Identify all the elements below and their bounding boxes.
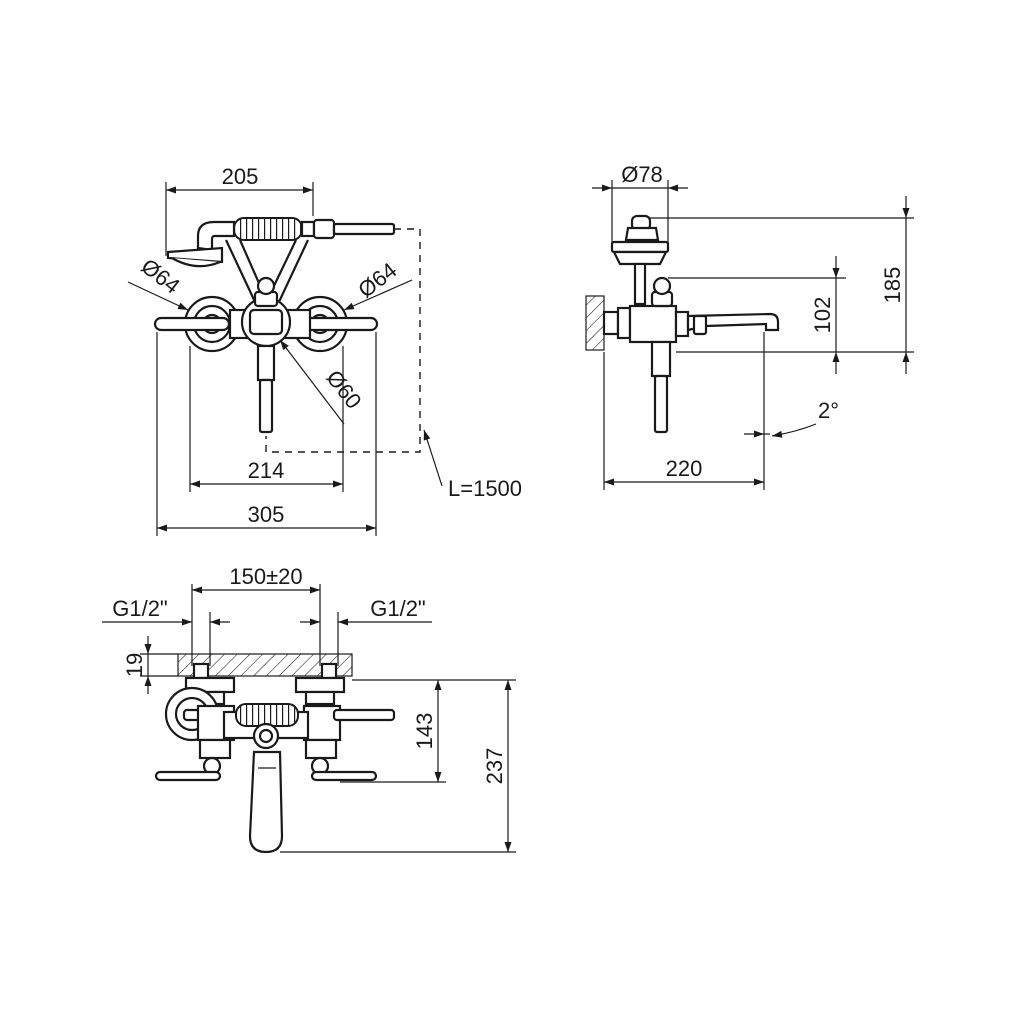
dim-height-total: 185 — [880, 267, 905, 304]
side-spout — [686, 312, 780, 336]
dim-width-handshower: 205 — [222, 164, 259, 189]
side-shower-head — [610, 214, 670, 306]
side-view: Ø78 185 102 2° 220 — [585, 162, 914, 490]
dim-inlet-right: G1/2" — [370, 596, 426, 621]
dim-inlet-left: G1/2" — [112, 596, 168, 621]
hand-shower — [166, 217, 396, 268]
dim-dia-spout: Ø60 — [321, 365, 366, 413]
wall-section — [585, 295, 605, 351]
dim-width-inner: 214 — [248, 458, 285, 483]
dim-height-body: 102 — [810, 297, 835, 334]
side-body — [602, 276, 690, 434]
top-view: 150±20 G1/2" G1/2" 19 — [102, 564, 516, 854]
dim-depth-body: 143 — [412, 713, 437, 750]
top-spout — [248, 750, 284, 854]
dim-width-overall: 305 — [248, 502, 285, 527]
dim-depth-overall: 237 — [482, 748, 507, 785]
top-body — [154, 686, 396, 782]
central-body — [228, 276, 312, 434]
dim-center-distance: 150±20 — [229, 564, 302, 589]
dim-hose-length: L=1500 — [448, 476, 522, 501]
left-valve — [153, 295, 241, 353]
front-view: 205 — [127, 164, 522, 536]
dim-wall-distance: 19 — [122, 653, 147, 677]
dim-spout-angle: 2° — [818, 398, 839, 423]
dim-dia-right-rosette: Ø64 — [353, 257, 401, 302]
top-wall-section — [177, 653, 353, 677]
dim-projection: 220 — [666, 456, 703, 481]
dim-dia-shower-head: Ø78 — [621, 162, 663, 187]
